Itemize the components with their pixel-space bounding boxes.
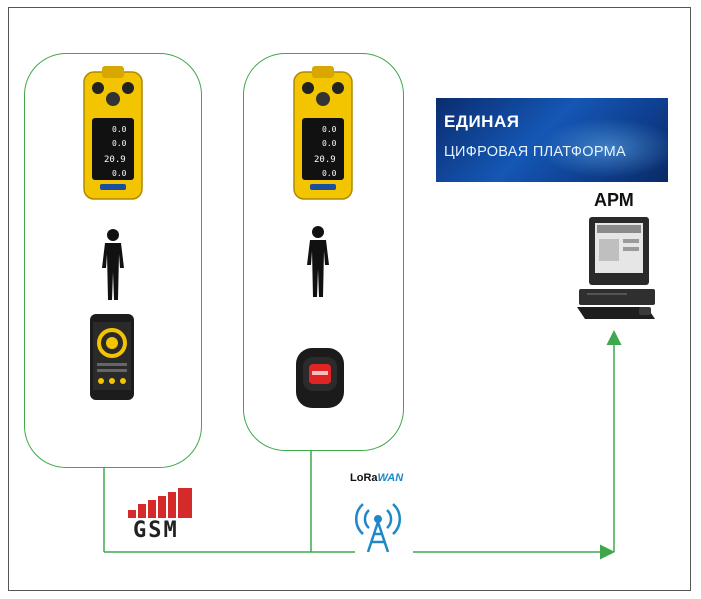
diagram-frame [8,7,691,591]
banner-title: ЕДИНАЯ [444,112,520,131]
lorawan-label-lora: LoRa [350,472,378,484]
svg-text:0.0: 0.0 [322,139,337,148]
workstation-computer-icon [577,217,655,319]
gsm-logo-icon [128,488,192,518]
lorawan-label: LoRaWAN [350,472,403,484]
banner-glow [538,118,668,178]
worker-icon [307,226,329,297]
svg-text:0.0: 0.0 [112,139,127,148]
gas-detector-icon: 0.0 0.0 20.9 0.0 [83,66,143,200]
svg-text:20.9: 20.9 [314,155,336,165]
worker-group-lorawan [243,53,404,451]
svg-text:0.0: 0.0 [112,169,127,178]
radio-tower-icon [354,503,402,552]
worker-group-gsm [24,53,202,468]
svg-text:0.0: 0.0 [322,125,337,134]
digital-platform-banner: ЕДИНАЯ ЦИФРОВАЯ ПЛАТФОРМА [436,98,668,182]
lorawan-label-wan: WAN [377,472,404,484]
smartphone-icon [90,314,134,400]
worker-icon [102,229,124,300]
svg-text:0.0: 0.0 [322,169,337,178]
svg-text:20.9: 20.9 [104,155,126,165]
workstation-label: АРМ [594,190,634,210]
svg-text:0.0: 0.0 [112,125,127,134]
lorawan-tag-icon [296,348,344,408]
gsm-label: GSM [133,518,179,543]
banner-subtitle: ЦИФРОВАЯ ПЛАТФОРМА [444,144,626,160]
gas-detector-icon: 0.0 0.0 20.9 0.0 [293,66,353,200]
